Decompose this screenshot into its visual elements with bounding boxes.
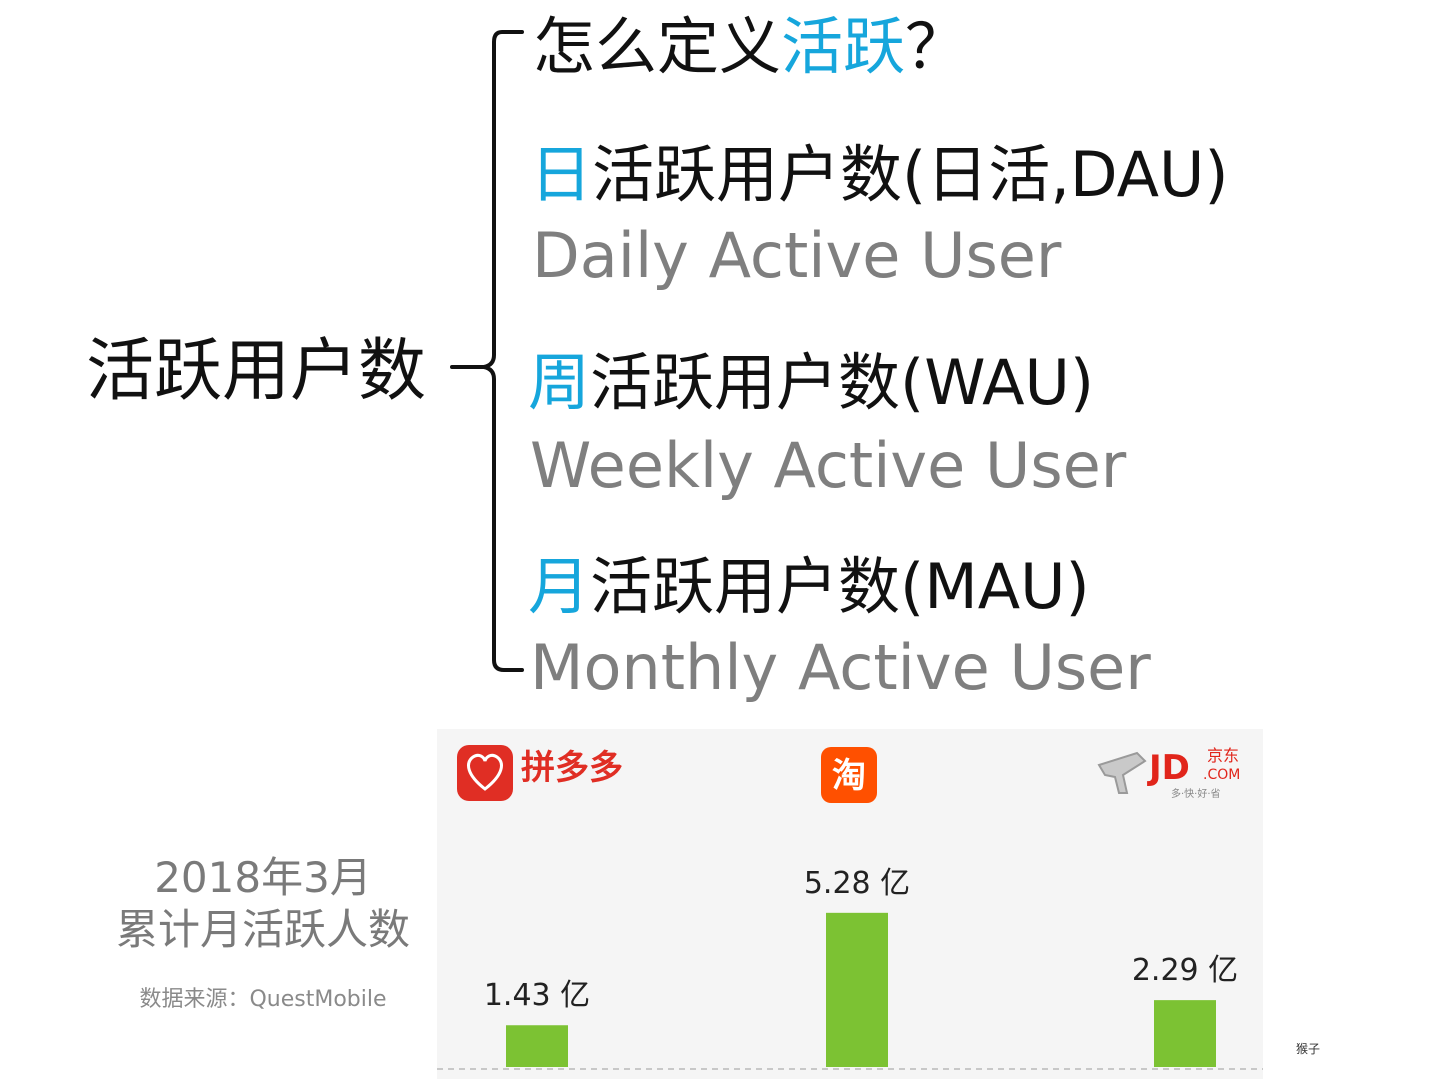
data-source: 数据来源：QuestMobile: [139, 987, 387, 1012]
bar-label-taobao: 5.28 亿: [804, 866, 910, 901]
pinduoduo-logo: 拼多多: [457, 745, 623, 801]
taobao-glyph: 淘: [832, 756, 866, 796]
mau-chart-panel: 拼多多 淘 JD 京东 .COM 多·快·好·省 1.43 亿 5.28 亿 2.2…: [437, 729, 1263, 1079]
wau-title: 周活跃用户数(WAU): [528, 346, 1094, 420]
mau-accent-char: 月: [528, 550, 591, 623]
question-title: 怎么定义活跃？: [533, 10, 967, 84]
brace-connector: [450, 30, 524, 672]
question-highlight: 活跃: [781, 10, 906, 83]
mau-english: Monthly Active User: [530, 631, 1151, 704]
question-prefix: 怎么定义: [533, 10, 782, 83]
dau-english: Daily Active User: [532, 219, 1062, 292]
bar-taobao: [826, 912, 888, 1067]
bar-jd: [1154, 1000, 1216, 1067]
mau-title: 月活跃用户数(MAU): [528, 550, 1090, 624]
caption-metric: 累计月活跃人数: [115, 905, 410, 954]
jd-logo: JD 京东 .COM 多·快·好·省: [1097, 746, 1240, 800]
pinduoduo-wordmark: 拼多多: [521, 748, 623, 788]
taobao-logo-icon: [821, 747, 877, 803]
wau-title-rest: 活跃用户数(WAU): [590, 346, 1095, 419]
jd-tagline: 多·快·好·省: [1171, 787, 1221, 800]
mau-bar-chart: 拼多多 淘 JD 京东 .COM 多·快·好·省 1.43 亿 5.28 亿 2.2…: [437, 745, 1263, 1070]
question-suffix: ？: [905, 10, 968, 83]
bar-label-jd: 2.29 亿: [1132, 953, 1238, 988]
bar-pinduoduo: [506, 1025, 568, 1067]
dau-accent-char: 日: [530, 138, 593, 211]
jd-dotcom: .COM: [1203, 767, 1240, 783]
wau-english: Weekly Active User: [530, 429, 1127, 502]
chart-caption: 2018年3月 累计月活跃人数: [90, 852, 436, 956]
bar-label-pinduoduo: 1.43 亿: [484, 978, 590, 1013]
jd-dog-logo-icon: [1097, 751, 1147, 794]
root-label: 活跃用户数: [86, 332, 427, 411]
wau-accent-char: 周: [528, 346, 591, 419]
dau-title-rest: 活跃用户数(日活,DAU): [592, 138, 1229, 211]
bars-layer: 1.43 亿 5.28 亿 2.29 亿: [484, 866, 1238, 1067]
jd-mark: JD: [1147, 748, 1190, 788]
dau-title: 日活跃用户数(日活,DAU): [530, 138, 1229, 212]
heart-logo-icon: [457, 745, 513, 801]
watermark: 猴子: [1296, 1042, 1321, 1056]
jd-cn-name: 京东: [1207, 746, 1239, 765]
mau-title-rest: 活跃用户数(MAU): [590, 550, 1090, 623]
caption-date: 2018年3月: [154, 853, 372, 902]
taobao-logo: 淘: [821, 747, 877, 803]
